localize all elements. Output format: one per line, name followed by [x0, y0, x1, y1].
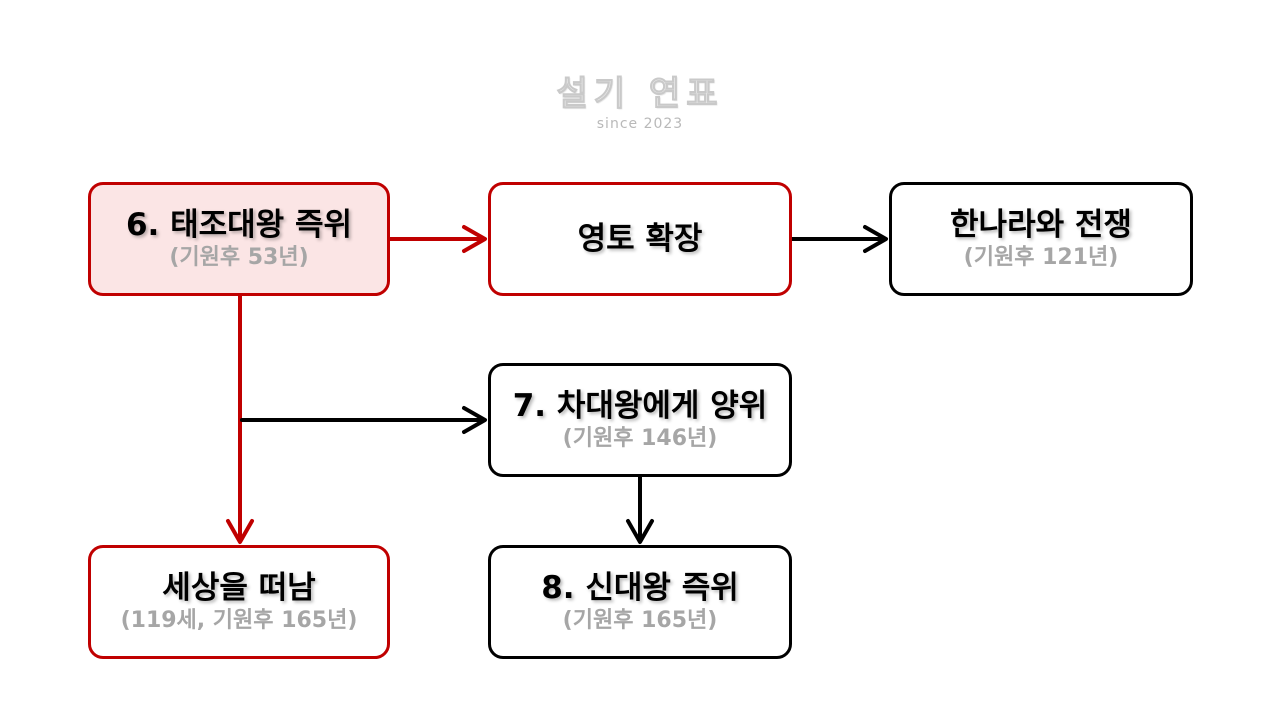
node-han-war: 한나라와 전쟁 (기원후 121년): [889, 182, 1193, 296]
edge-n2-to-n3: [790, 225, 888, 253]
watermark-logo: 설기 연표 since 2023: [0, 74, 1280, 133]
node-date: (기원후 165년): [562, 608, 718, 633]
node-title: 6. 태조대왕 즉위: [125, 207, 353, 243]
node-date: (기원후 146년): [562, 426, 718, 451]
node-chadae-abdication: 7. 차대왕에게 양위 (기원후 146년): [488, 363, 792, 477]
node-title: 세상을 떠남: [162, 570, 316, 606]
watermark-title: 설기 연표: [556, 74, 724, 115]
arrowhead-icon: [462, 406, 487, 434]
node-date: (119세, 기원후 165년): [120, 608, 358, 633]
arrowhead-icon: [863, 225, 888, 253]
node-title: 7. 차대왕에게 양위: [512, 388, 768, 424]
node-territory-expansion: 영토 확장: [488, 182, 792, 296]
node-title: 8. 신대왕 즉위: [541, 570, 739, 606]
node-title: 한나라와 전쟁: [950, 207, 1132, 243]
node-title: 영토 확장: [577, 221, 703, 257]
arrowhead-icon: [626, 519, 654, 544]
node-date: (기원후 121년): [963, 245, 1119, 270]
watermark-subtitle: since 2023: [596, 116, 684, 132]
edge-n1-to-n5: [226, 294, 254, 544]
node-date: (기원후 53년): [169, 245, 309, 270]
edge-n4-to-n6: [626, 475, 654, 544]
arrowhead-icon: [226, 519, 254, 544]
node-sindae-accession: 8. 신대왕 즉위 (기원후 165년): [488, 545, 792, 659]
node-death: 세상을 떠남 (119세, 기원후 165년): [88, 545, 390, 659]
edge-n1-to-n4: [240, 406, 487, 434]
arrowhead-icon: [462, 225, 487, 253]
edge-n1-to-n2: [388, 225, 487, 253]
node-taejo-accession: 6. 태조대왕 즉위 (기원후 53년): [88, 182, 390, 296]
